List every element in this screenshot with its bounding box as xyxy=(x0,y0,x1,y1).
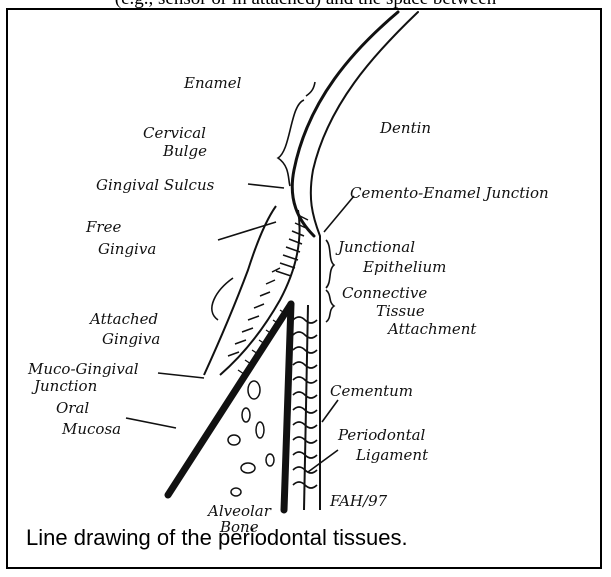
cementum-leader xyxy=(322,400,338,422)
enamel-leader xyxy=(306,82,315,96)
bulge-label: Bulge xyxy=(162,142,207,160)
ligament-label: Ligament xyxy=(355,446,429,464)
attached-gingiva-label: Gingiva xyxy=(102,330,160,348)
signature-label: FAH/97 xyxy=(329,492,388,510)
junctional-label: Junctional xyxy=(335,238,415,256)
oral-mucosa-leader xyxy=(126,418,176,428)
bone-trabecula xyxy=(241,463,255,473)
gingival-sulcus-label: Gingival Sulcus xyxy=(96,176,215,194)
attached-label: Attached xyxy=(88,310,158,328)
cementum-label: Cementum xyxy=(330,382,413,400)
periodontal-ligament-leader xyxy=(308,450,338,472)
bone-trabecula xyxy=(242,408,250,422)
epithelium-label: Epithelium xyxy=(362,258,446,276)
enamel-label: Enamel xyxy=(183,74,242,92)
free-gingiva-leader xyxy=(218,222,276,240)
oral-label: Oral xyxy=(56,399,89,417)
muco-gingival-leader xyxy=(158,373,204,378)
dentin-label: Dentin xyxy=(379,119,431,137)
bone-trabecula xyxy=(231,488,241,496)
cervical-label: Cervical xyxy=(143,124,206,142)
bone-trabecula xyxy=(266,454,274,466)
alveolar-crest-line xyxy=(168,304,291,495)
alveolar-bone xyxy=(168,304,291,510)
cej-label: Cemento-Enamel Junction xyxy=(350,184,549,202)
connective-label: Connective xyxy=(342,284,427,302)
attachment-label: Attachment xyxy=(386,320,477,338)
periodontal-drawing: Enamel Dentin Cervical Bulge Gingival Su… xyxy=(8,10,600,567)
gingival-sulcus-leader xyxy=(248,184,284,188)
bone-trabecula xyxy=(228,435,240,445)
bone-trabecula xyxy=(248,381,260,399)
bone-wall-line xyxy=(284,304,291,510)
free-label: Free xyxy=(85,218,121,236)
free-gingiva-label: Gingiva xyxy=(98,240,156,258)
junctional-bracket xyxy=(326,240,334,288)
connective-bracket xyxy=(326,290,334,322)
figure-caption: Line drawing of the periodontal tissues. xyxy=(26,525,408,551)
junction-label: Junction xyxy=(31,377,97,395)
tissue-label: Tissue xyxy=(376,302,425,320)
figure-frame: Enamel Dentin Cervical Bulge Gingival Su… xyxy=(6,8,602,569)
periodontal-label: Periodontal xyxy=(337,426,426,444)
muco-gingival-label: Muco-Gingival xyxy=(27,360,139,378)
root xyxy=(293,236,320,510)
bone-trabecula xyxy=(256,422,264,438)
mucosa-label: Mucosa xyxy=(61,420,121,438)
